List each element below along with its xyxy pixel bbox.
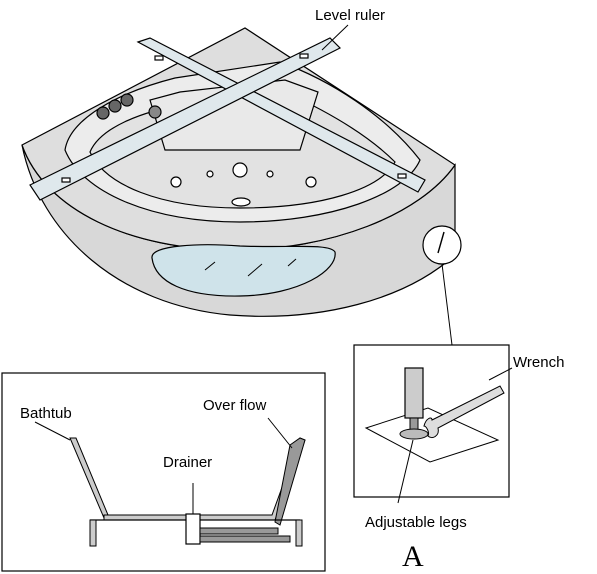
leg-detail-callout [422, 225, 462, 265]
adjustable-legs-label: Adjustable legs [365, 514, 467, 531]
jet [170, 176, 182, 188]
tub-backrest [149, 79, 319, 151]
cross-section-detail [1, 372, 326, 572]
adjustable-leg [404, 367, 424, 419]
level-rulers [29, 37, 426, 201]
jet [206, 170, 214, 178]
level-ruler-label: Level ruler [315, 7, 385, 24]
bathtub-label: Bathtub [20, 405, 72, 422]
jet [266, 170, 274, 178]
drainer-label: Drainer [163, 454, 212, 471]
wrench [423, 385, 505, 439]
adjustable-legs-detail [353, 344, 513, 504]
control-knob [96, 106, 110, 120]
faucet [148, 105, 162, 119]
figure-letter: A [402, 540, 424, 573]
drainer [185, 513, 201, 545]
level-ruler-bar [136, 37, 426, 193]
wrench-label: Wrench [513, 354, 564, 371]
level-ruler-bar [29, 37, 342, 201]
over-flow-label: Over flow [203, 397, 267, 414]
tub-glass-window [151, 244, 336, 297]
control-knob [120, 93, 134, 107]
control-knob [108, 99, 122, 113]
corner-bathtub [21, 27, 456, 317]
jet [232, 162, 248, 178]
drain-hole [231, 197, 251, 207]
jet [305, 176, 317, 188]
